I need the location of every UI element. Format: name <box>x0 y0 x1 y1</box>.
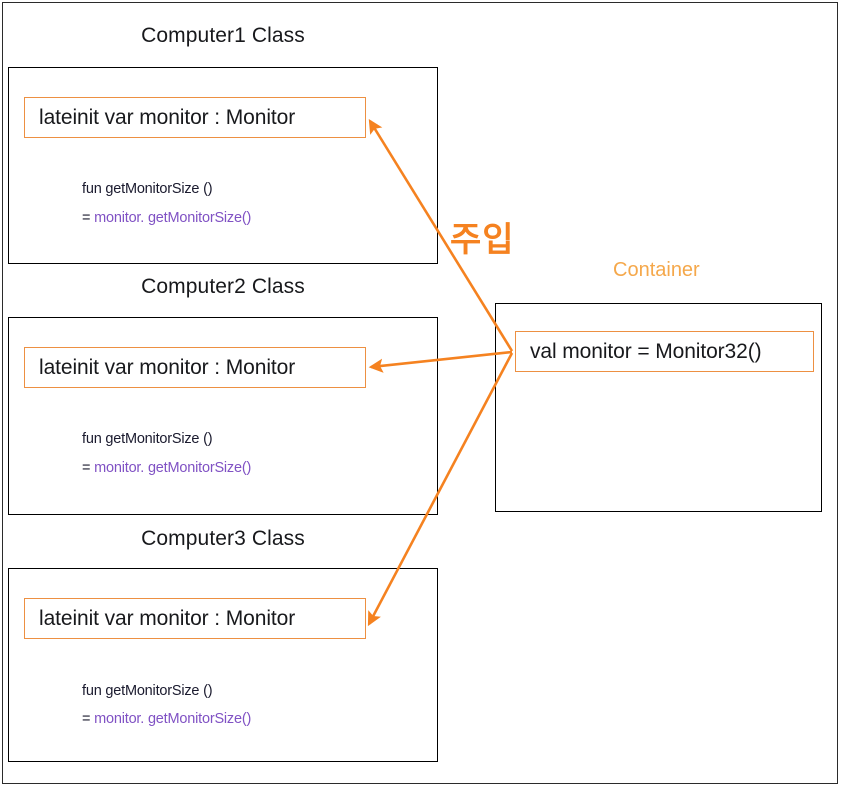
method-body-dot-computer3: . <box>140 711 148 727</box>
method-body-prefix-computer3: = <box>82 711 95 727</box>
method-body-computer3: = monitor. getMonitorSize() <box>82 711 251 727</box>
method-body-prefix-computer2: = <box>82 460 95 476</box>
method-body-call-computer1: getMonitorSize() <box>147 210 252 226</box>
method-signature-computer2: fun getMonitorSize () <box>82 431 213 447</box>
method-body-computer1: = monitor. getMonitorSize() <box>82 210 251 226</box>
method-body-computer2: = monitor. getMonitorSize() <box>82 460 251 476</box>
field-text-computer3-monitor: lateinit var monitor : Monitor <box>39 606 296 630</box>
class-title-computer1: Computer1 Class <box>141 24 305 47</box>
method-body-prefix-computer1: = <box>82 210 95 226</box>
method-body-call-computer2: getMonitorSize() <box>147 460 252 476</box>
container-declaration-text: val monitor = Monitor32() <box>530 339 762 363</box>
method-body-receiver-computer1: monitor <box>94 210 141 226</box>
method-body-receiver-computer3: monitor <box>94 711 141 727</box>
container-title: Container <box>613 259 700 281</box>
method-body-receiver-computer2: monitor <box>94 460 141 476</box>
class-title-computer3: Computer3 Class <box>141 527 305 550</box>
field-box-computer1-monitor[interactable]: lateinit var monitor : Monitor <box>24 97 366 138</box>
injection-label: 주입 <box>450 221 515 259</box>
method-body-dot-computer1: . <box>140 210 148 226</box>
field-box-computer2-monitor[interactable]: lateinit var monitor : Monitor <box>24 347 366 388</box>
method-signature-computer3: fun getMonitorSize () <box>82 683 213 699</box>
method-body-dot-computer2: . <box>140 460 148 476</box>
field-text-computer2-monitor: lateinit var monitor : Monitor <box>39 355 296 379</box>
class-title-computer2: Computer2 Class <box>141 275 305 298</box>
field-text-computer1-monitor: lateinit var monitor : Monitor <box>39 105 296 129</box>
method-body-call-computer3: getMonitorSize() <box>147 711 252 727</box>
method-signature-computer1: fun getMonitorSize () <box>82 181 213 197</box>
container-declaration-box[interactable]: val monitor = Monitor32() <box>515 331 814 372</box>
field-box-computer3-monitor[interactable]: lateinit var monitor : Monitor <box>24 598 366 639</box>
